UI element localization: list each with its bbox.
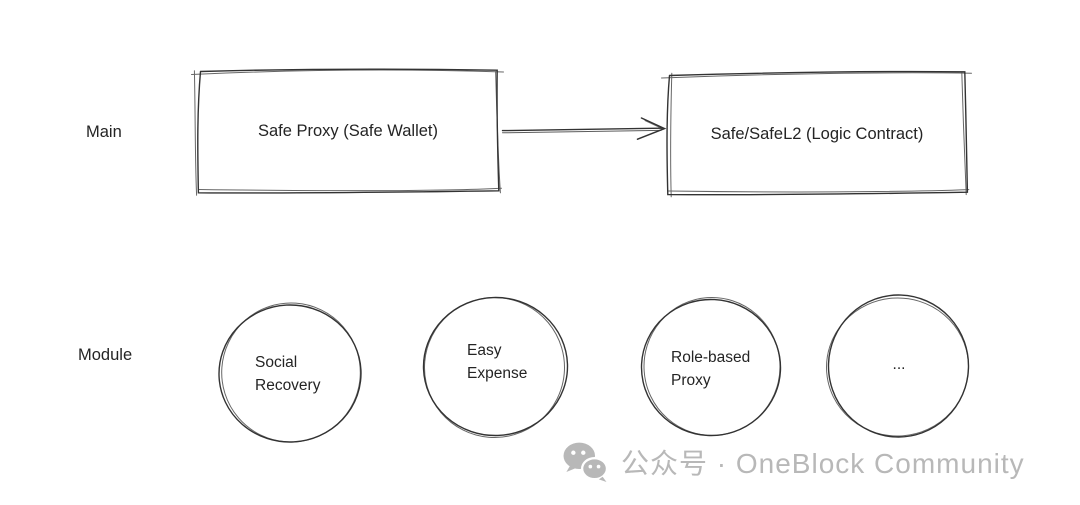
module-label-line: Role-based <box>671 349 751 366</box>
box-second-pass <box>661 72 972 198</box>
main-node-safe-proxy-box <box>191 68 504 196</box>
watermark-text: 公众号 · OneBlock Community <box>621 448 1025 479</box>
module-label-line: Expense <box>467 364 528 382</box>
arrow-head <box>636 117 667 140</box>
main-node-logic-contract-label: Safe/SafeL2 (Logic Contract) <box>710 124 924 143</box>
module-label-line: Proxy <box>671 371 711 389</box>
module-label-line: ... <box>892 356 906 373</box>
box-outline <box>197 68 500 194</box>
module-circle-more <box>826 294 970 438</box>
module-label-role-based-proxy: Role-based Proxy <box>671 347 750 392</box>
arrow-shaft <box>501 127 663 132</box>
module-label-more: ... <box>880 354 918 377</box>
module-circle-social-recovery <box>218 302 362 443</box>
main-node-safe-proxy-label: Safe Proxy (Safe Wallet) <box>257 121 439 140</box>
row-label-main: Main <box>86 123 122 141</box>
box-outline <box>666 70 969 196</box>
box-second-pass <box>191 69 504 196</box>
module-label-social-recovery: Social Recovery <box>255 352 320 397</box>
module-label-line: Recovery <box>255 376 321 394</box>
arrow-proxy-to-logic <box>501 117 667 140</box>
module-label-line: Social <box>255 354 298 371</box>
module-circle-easy-expense <box>422 296 569 438</box>
module-circle-role-based-proxy <box>640 297 782 437</box>
module-label-line: Easy <box>467 342 502 359</box>
wechat-icon <box>563 442 609 483</box>
watermark: 公众号 · OneBlock Community <box>561 441 1025 483</box>
row-label-module: Module <box>78 346 133 364</box>
module-label-easy-expense: Easy Expense <box>467 340 527 385</box>
main-node-logic-contract-box <box>661 70 972 198</box>
